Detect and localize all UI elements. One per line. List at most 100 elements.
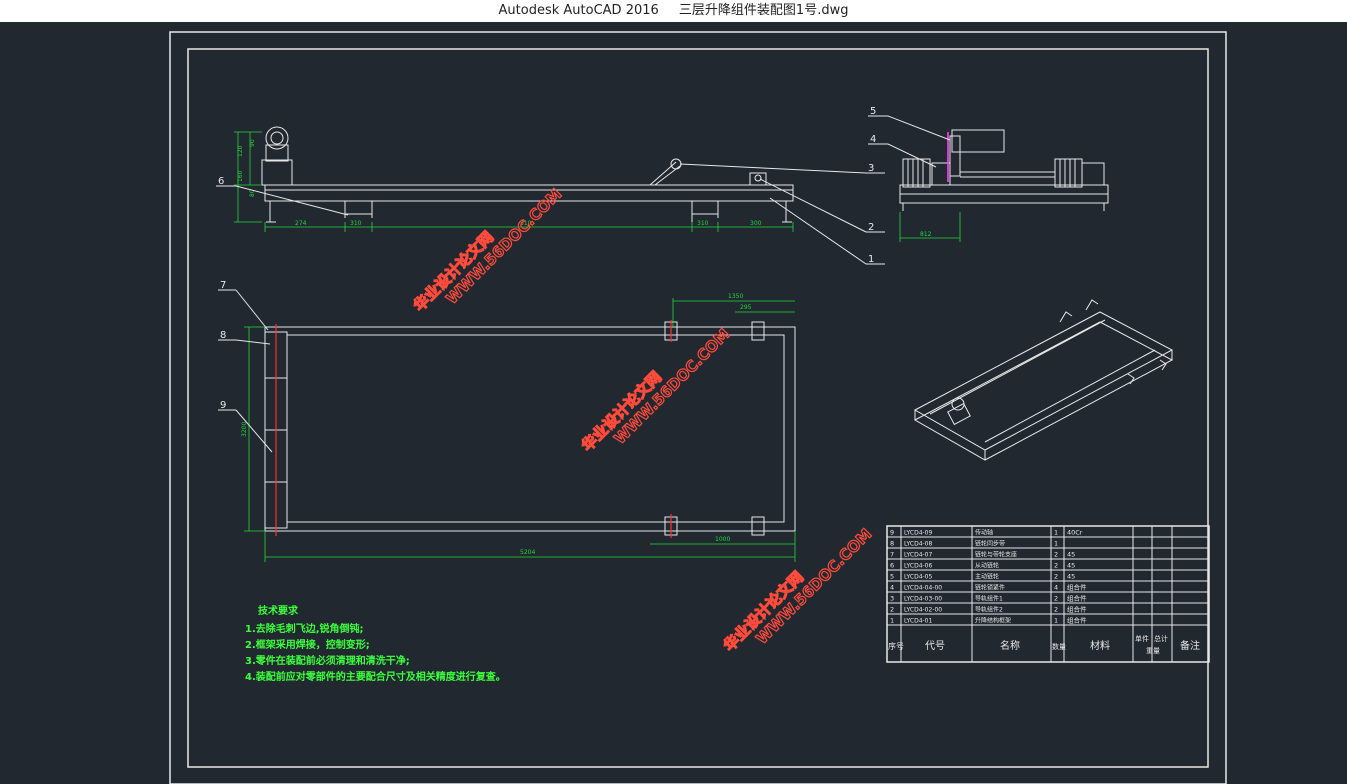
bom-name: 传动轴 bbox=[975, 529, 993, 537]
bom-no: 7 bbox=[890, 551, 894, 559]
front-motor-pulley-inner bbox=[270, 131, 284, 145]
side-legs bbox=[902, 203, 1105, 211]
bom-qty: 2 bbox=[1054, 562, 1058, 570]
bom-header-code: 代号 bbox=[925, 640, 945, 652]
bom-name: 导轨组件1 bbox=[975, 595, 1003, 603]
bom-code: LYCD4-07 bbox=[904, 552, 932, 559]
bom-qty: 1 bbox=[1054, 529, 1058, 537]
top-dimensions: 5204 1000 1350 295 3200 bbox=[241, 293, 796, 562]
bom-material: 45 bbox=[1067, 551, 1075, 559]
bom-code: LYCD4-01 bbox=[904, 618, 932, 625]
leader-label-4: 4 bbox=[870, 134, 876, 145]
bom-qty: 4 bbox=[1054, 584, 1058, 592]
front-link-pivot bbox=[670, 158, 682, 170]
bom-material: 组合件 bbox=[1067, 616, 1087, 625]
isometric-view[interactable] bbox=[913, 299, 1174, 461]
bom-material: 组合件 bbox=[1067, 605, 1087, 614]
bom-no: 2 bbox=[890, 606, 894, 614]
tech-requirements: 技术要求 1.去除毛刺飞边,锐角倒钝; 2.框架采用焊接，控制变形; 3.零件在… bbox=[245, 604, 506, 683]
svg-text:WWW.56DOC.COM: WWW.56DOC.COM bbox=[753, 525, 876, 648]
drawing-svg: 274 310 310 310 300 120 90 160 80 6 3 2 … bbox=[169, 31, 1227, 784]
bom-qty: 1 bbox=[1054, 540, 1058, 548]
bom-name: 导轨组件2 bbox=[975, 606, 1003, 614]
front-leg-right bbox=[782, 201, 792, 223]
tech-item-4: 4.装配前应对零部件的主要配合尺寸及相关精度进行复查。 bbox=[245, 670, 506, 683]
tech-item-2: 2.框架采用焊接，控制变形; bbox=[245, 638, 370, 651]
bom-material: 45 bbox=[1067, 573, 1075, 581]
front-leaders: 6 3 2 1 bbox=[216, 163, 885, 265]
iso-motor bbox=[947, 402, 971, 426]
bom-no: 8 bbox=[890, 540, 894, 548]
leader-label-2: 2 bbox=[868, 222, 874, 233]
svg-text:WWW.56DOC.COM: WWW.56DOC.COM bbox=[611, 325, 734, 448]
svg-text:274: 274 bbox=[295, 220, 307, 227]
drawing-canvas[interactable]: 274 310 310 310 300 120 90 160 80 6 3 2 … bbox=[0, 22, 1347, 784]
bom-no: 5 bbox=[890, 573, 894, 581]
watermark-2: 华业设计论文网 WWW.56DOC.COM bbox=[578, 324, 734, 455]
svg-text:310: 310 bbox=[350, 220, 362, 227]
bom-qty: 2 bbox=[1054, 595, 1058, 603]
front-view[interactable]: 274 310 310 310 300 120 90 160 80 6 3 2 … bbox=[216, 126, 885, 265]
app-name: Autodesk AutoCAD 2016 bbox=[498, 3, 659, 18]
sheet-outer-border bbox=[169, 31, 1227, 784]
watermark-1: 华业设计论文网 WWW.56DOC.COM bbox=[410, 184, 566, 315]
bom-header-single: 单件 bbox=[1135, 634, 1149, 643]
sheet-inner-border bbox=[187, 48, 1209, 768]
front-bracket-hole bbox=[754, 174, 762, 182]
top-bracket-top-right bbox=[751, 321, 765, 341]
bom-header-qty: 数量 bbox=[1052, 642, 1066, 651]
iso-brackets bbox=[1059, 299, 1167, 385]
svg-text:160: 160 bbox=[237, 170, 244, 182]
bom-code: LYCD4-03-00 bbox=[904, 596, 942, 603]
bom-header-total: 总计 bbox=[1154, 634, 1168, 643]
leader-label-6: 6 bbox=[218, 176, 224, 187]
top-frame-outer bbox=[264, 326, 796, 532]
tech-item-1: 1.去除毛刺飞边,锐角倒钝; bbox=[245, 622, 364, 635]
bom-no: 9 bbox=[890, 529, 894, 537]
side-view[interactable]: 5 4 812 bbox=[868, 106, 1109, 242]
svg-text:300: 300 bbox=[750, 220, 762, 227]
front-motor-pulley bbox=[265, 126, 289, 150]
bom-name: 从动链轮 bbox=[975, 562, 999, 570]
front-leg-mid2 bbox=[691, 201, 719, 222]
bom-code: LYCD4-08 bbox=[904, 541, 932, 548]
side-sprocket-left bbox=[902, 158, 951, 188]
front-leg-left bbox=[266, 201, 276, 223]
leader-label-5: 5 bbox=[870, 106, 876, 117]
iso-pulley bbox=[951, 397, 965, 411]
iso-inner-rail bbox=[929, 319, 1156, 443]
front-motor-base bbox=[261, 159, 293, 186]
bom-material: 40Cr bbox=[1067, 529, 1083, 537]
bom-code: LYCD4-09 bbox=[904, 530, 932, 537]
bom-code: LYCD4-02-00 bbox=[904, 607, 942, 614]
svg-text:1000: 1000 bbox=[715, 536, 730, 543]
bom-qty: 1 bbox=[1054, 617, 1058, 625]
bom-no: 6 bbox=[890, 562, 894, 570]
bom-code: LYCD4-06 bbox=[904, 563, 932, 570]
top-frame-inner bbox=[286, 334, 785, 523]
svg-text:310: 310 bbox=[697, 220, 709, 227]
top-view[interactable]: 5204 1000 1350 295 3200 7 8 9 bbox=[218, 280, 796, 562]
leader-label-7: 7 bbox=[220, 280, 226, 291]
svg-text:3200: 3200 bbox=[241, 422, 248, 437]
bom-code: LYCD4-04-00 bbox=[904, 585, 942, 592]
front-bracket-right bbox=[749, 172, 767, 186]
svg-text:295: 295 bbox=[740, 304, 752, 311]
bom-header-no: 序号 bbox=[888, 641, 904, 651]
svg-text:80: 80 bbox=[249, 189, 256, 197]
iso-frame-bottom bbox=[913, 321, 1174, 461]
leader-label-3: 3 bbox=[868, 163, 874, 174]
bom-header-remark: 备注 bbox=[1180, 639, 1200, 652]
leader-label-1: 1 bbox=[868, 254, 874, 265]
bom-no: 3 bbox=[890, 595, 894, 603]
bom-name: 升降结构框架 bbox=[975, 617, 1011, 625]
file-name: 三层升降组件装配图1号.dwg bbox=[678, 3, 849, 18]
bom-header-name: 名称 bbox=[1000, 639, 1020, 652]
bom-name: 链轮锁紧件 bbox=[975, 584, 1005, 592]
svg-text:120: 120 bbox=[237, 145, 244, 157]
bom-name: 主动链轮 bbox=[975, 573, 999, 581]
svg-text:5204: 5204 bbox=[520, 549, 535, 556]
bom-qty: 2 bbox=[1054, 573, 1058, 581]
bom-material: 45 bbox=[1067, 562, 1075, 570]
